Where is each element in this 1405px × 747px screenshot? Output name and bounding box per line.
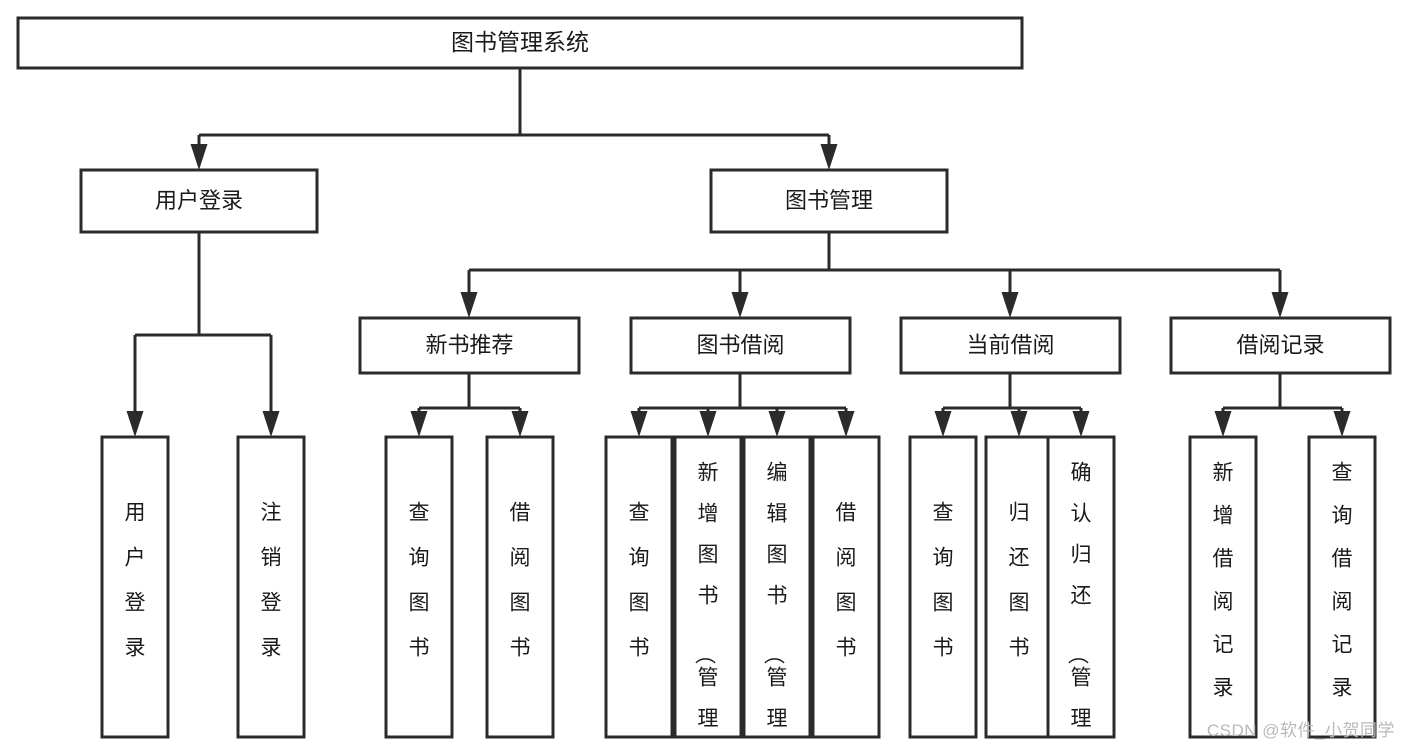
connector-new-book-to-leaves (410, 373, 529, 437)
arrow-head-icon (460, 292, 478, 318)
leaf-label: 新增图书（管理员） (693, 462, 719, 747)
root-box[interactable] (16, 16, 1024, 70)
leaf-box[interactable] (908, 435, 978, 739)
root-node[interactable]: 图书管理系统 (16, 16, 1024, 70)
level2-label: 用户登录 (155, 188, 243, 213)
leaf-label: 编辑图书（管理员） (762, 462, 788, 747)
level3-box[interactable] (1169, 316, 1392, 375)
leaf-box[interactable] (485, 435, 555, 739)
leaf-node[interactable]: 查询借阅记录 (1307, 435, 1377, 739)
leaf-box[interactable] (384, 435, 454, 739)
arrow-head-icon (1001, 292, 1019, 318)
leaf-node[interactable]: 编辑图书（管理员） (742, 435, 812, 747)
arrow-head-icon (934, 411, 952, 437)
leaf-node[interactable]: 注销登录 (236, 435, 306, 739)
leaf-node[interactable]: 查询图书 (384, 435, 454, 739)
leaf-node[interactable]: 新增图书（管理员） (673, 435, 743, 747)
leaf-node[interactable]: 用户登录 (100, 435, 170, 739)
leaf-node[interactable]: 借阅图书 (485, 435, 555, 739)
arrow-head-icon (837, 411, 855, 437)
leaf-label: 查询借阅记录 (1332, 462, 1353, 700)
level3-node[interactable]: 图书借阅 (629, 316, 852, 375)
arrow-head-icon (1271, 292, 1289, 318)
leaf-label: 借阅图书 (510, 502, 531, 660)
level3-node[interactable]: 新书推荐 (358, 316, 581, 375)
leaf-box[interactable] (673, 435, 743, 739)
level3-box[interactable] (899, 316, 1122, 375)
leaf-label: 查询图书 (409, 502, 430, 660)
leaf-box[interactable] (811, 435, 881, 739)
arrow-head-icon (1010, 411, 1028, 437)
connector-records-to-leaves (1214, 373, 1351, 437)
level2-node[interactable]: 用户登录 (79, 168, 319, 234)
connector-borrow-to-leaves (630, 373, 855, 437)
leaf-label: 确认归还（管理员） (1066, 462, 1092, 747)
leaf-label: 用户登录 (125, 502, 146, 660)
level3-label: 图书借阅 (696, 332, 784, 357)
arrow-head-icon (1214, 411, 1232, 437)
connectors-layer (126, 68, 1351, 437)
arrow-head-icon (262, 411, 280, 437)
level3-node[interactable]: 当前借阅 (899, 316, 1122, 375)
leaf-node[interactable]: 新增借阅记录 (1188, 435, 1258, 739)
level2-label: 图书管理 (785, 188, 873, 213)
leaf-label: 查询图书 (629, 502, 650, 660)
level2-box[interactable] (79, 168, 319, 234)
level2-node[interactable]: 图书管理 (709, 168, 949, 234)
leaf-node[interactable]: 归还图书 (984, 435, 1054, 739)
connector-current-borrow-to-leaves (934, 373, 1090, 437)
leaf-box[interactable] (742, 435, 812, 739)
arrow-head-icon (410, 411, 428, 437)
leaf-box[interactable] (1188, 435, 1258, 739)
leaf-box[interactable] (236, 435, 306, 739)
level3-box[interactable] (358, 316, 581, 375)
leaf-node[interactable]: 查询图书 (604, 435, 674, 739)
leaf-label: 查询图书 (933, 502, 954, 660)
arrow-head-icon (190, 144, 208, 170)
leaf-box[interactable] (100, 435, 170, 739)
level3-node[interactable]: 借阅记录 (1169, 316, 1392, 375)
leaf-node[interactable]: 借阅图书 (811, 435, 881, 739)
level2-box[interactable] (709, 168, 949, 234)
level3-label: 借阅记录 (1236, 332, 1324, 357)
nodes-layer: 图书管理系统用户登录图书管理新书推荐图书借阅当前借阅借阅记录用户登录注销登录查询… (16, 16, 1392, 747)
arrow-head-icon (126, 411, 144, 437)
leaf-label: 注销登录 (261, 502, 282, 660)
arrow-head-icon (630, 411, 648, 437)
arrow-head-icon (768, 411, 786, 437)
arrow-head-icon (511, 411, 529, 437)
leaf-node[interactable]: 查询图书 (908, 435, 978, 739)
arrow-head-icon (699, 411, 717, 437)
root-label: 图书管理系统 (451, 29, 589, 55)
arrow-head-icon (1072, 411, 1090, 437)
leaf-box[interactable] (984, 435, 1054, 739)
leaf-label: 归还图书 (1009, 502, 1030, 660)
arrow-head-icon (1333, 411, 1351, 437)
leaf-label: 借阅图书 (836, 502, 857, 660)
connector-user-login-to-leaves (126, 232, 280, 437)
connector-root-to-level2 (190, 68, 838, 170)
arrow-head-icon (820, 144, 838, 170)
leaf-node[interactable]: 确认归还（管理员） (1046, 435, 1116, 747)
arrow-head-icon (731, 292, 749, 318)
leaf-box[interactable] (604, 435, 674, 739)
level3-label: 新书推荐 (425, 332, 513, 357)
level3-box[interactable] (629, 316, 852, 375)
leaf-box[interactable] (1046, 435, 1116, 739)
connector-book-mgmt-to-level3 (460, 232, 1289, 318)
leaf-box[interactable] (1307, 435, 1377, 739)
level3-label: 当前借阅 (966, 332, 1054, 357)
leaf-label: 新增借阅记录 (1213, 462, 1234, 700)
